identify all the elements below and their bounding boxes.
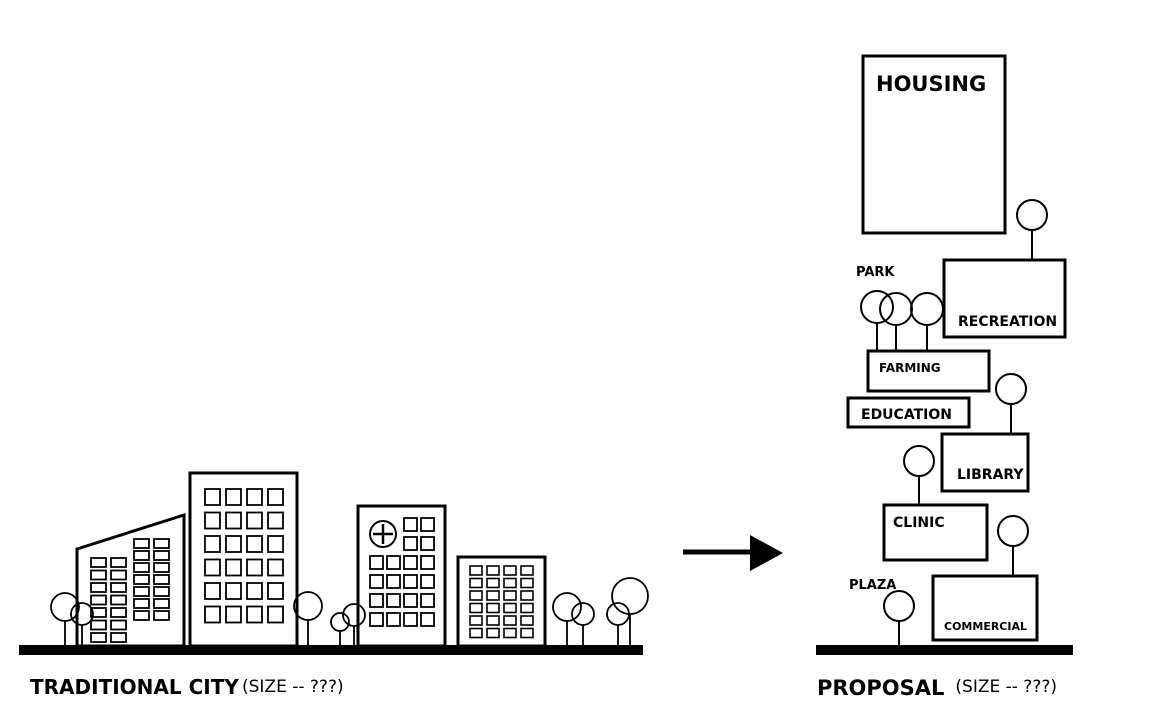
clinic-tree (904, 446, 934, 505)
library-tree (996, 374, 1026, 434)
slanted-roof-building (77, 515, 184, 646)
proposal-stack: HOUSING RECREATION PARK FARMING EDUCATIO… (816, 56, 1073, 655)
traditional-city (19, 473, 648, 655)
proposal-title: PROPOSAL (817, 676, 944, 700)
tall-tower-building (190, 473, 297, 646)
plaza-tree (884, 591, 914, 646)
housing-block: HOUSING (863, 56, 1005, 233)
plaza-label: PLAZA (849, 578, 896, 593)
cross-in-circle-icon (370, 521, 396, 547)
clinic-label: CLINIC (893, 515, 945, 531)
tree-icon (553, 593, 581, 646)
farming-label: FARMING (879, 361, 941, 375)
recreation-block: RECREATION (944, 260, 1065, 337)
tree-icon (51, 593, 79, 646)
traditional-size-note: (SIZE -- ???) (242, 677, 344, 697)
tree-icon (331, 613, 349, 646)
housing-label: HOUSING (876, 72, 986, 96)
hospital-building (358, 506, 445, 646)
commercial-tree (998, 516, 1028, 576)
recreation-label: RECREATION (958, 314, 1057, 330)
commercial-label: COMMERCIAL (944, 620, 1027, 633)
proposal-ground (816, 645, 1073, 655)
library-block: LIBRARY (942, 434, 1028, 491)
traditional-city-title: TRADITIONAL CITY (30, 675, 239, 699)
park-trees (861, 291, 943, 351)
traditional-ground (19, 645, 643, 655)
tree-icon (861, 291, 893, 351)
farming-block: FARMING (868, 351, 989, 391)
tree-icon (572, 603, 594, 646)
park-label: PARK (856, 265, 895, 280)
small-building (458, 557, 545, 646)
proposal-size-note: (SIZE -- ???) (950, 677, 1057, 697)
clinic-block: CLINIC (884, 505, 987, 560)
commercial-block: COMMERCIAL (933, 576, 1037, 640)
recreation-tree (1017, 200, 1047, 260)
education-label: EDUCATION (861, 407, 952, 423)
tree-icon (911, 293, 943, 351)
right-arrow-icon (683, 535, 783, 571)
library-label: LIBRARY (957, 467, 1024, 483)
education-block: EDUCATION (848, 398, 969, 427)
